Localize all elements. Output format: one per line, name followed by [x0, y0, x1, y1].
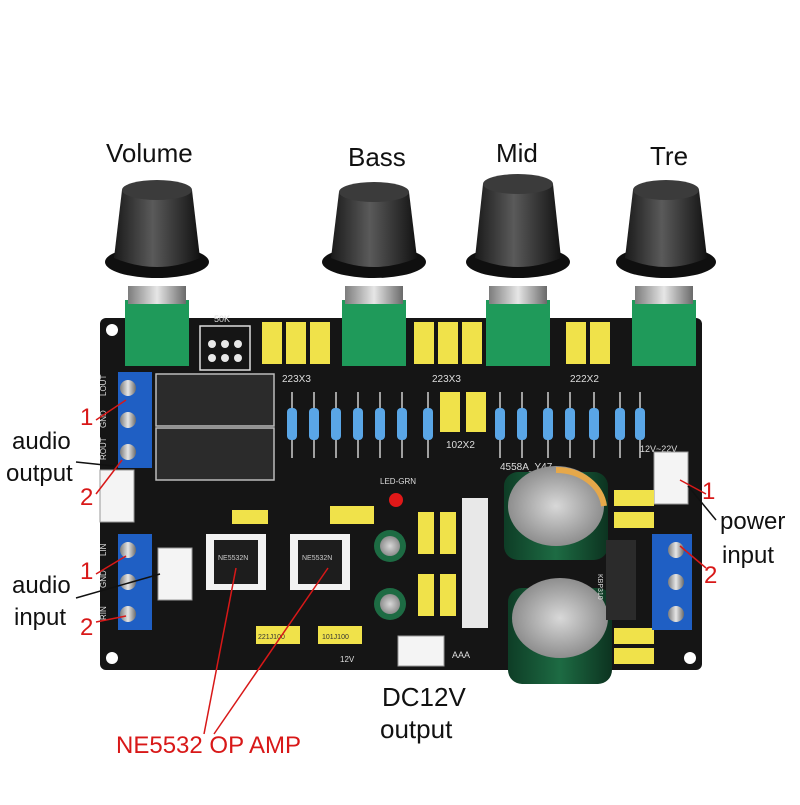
mount-hole — [684, 652, 696, 664]
audio-input-pin-1: 1 — [80, 558, 94, 585]
svg-text:ROUT: ROUT — [99, 437, 108, 460]
model-text: 4558A_Y47 — [500, 462, 553, 473]
opamp-label: NE5532 OP AMP — [116, 732, 301, 759]
terminal-block-input — [118, 534, 152, 630]
dc12v-label-1: DC12V — [382, 682, 466, 712]
jumper-pins — [208, 340, 242, 362]
dc12v-label-2: output — [380, 714, 453, 744]
terminal-block-power — [652, 534, 692, 630]
audio-input-label-2: input — [14, 604, 67, 631]
label-bass: Bass — [348, 142, 406, 172]
jst-dc-out — [397, 635, 445, 667]
pot-value-text: 50K — [214, 314, 230, 324]
jst-power — [653, 451, 689, 505]
terminal-block-output — [118, 372, 152, 468]
bridge-rectifier — [606, 540, 636, 620]
label-treble: Tre — [650, 141, 689, 171]
regulator — [462, 498, 488, 628]
relay-1 — [155, 373, 275, 427]
led-text: LED-GRN — [380, 477, 416, 486]
cap-label-a: 221J100 — [258, 634, 285, 641]
film-cap-row-top — [262, 322, 610, 364]
cap-group-4-text: 102X2 — [446, 440, 475, 451]
svg-text:GND: GND — [99, 410, 108, 428]
cap-group-3-text: 222X2 — [570, 374, 599, 385]
ic-opamp-1: NE5532N — [206, 534, 266, 590]
svg-text:LOUT: LOUT — [99, 375, 108, 396]
audio-input-pin-2: 2 — [80, 614, 94, 641]
cap-group-2-text: 223X3 — [432, 374, 461, 385]
audio-output-label-1: audio — [12, 428, 71, 455]
pin-labels-left: LOUT GND ROUT LIN GND RIN — [99, 375, 108, 620]
svg-text:RIN: RIN — [99, 606, 108, 620]
power-input-label-1: power — [720, 508, 786, 535]
svg-text:NE5532N: NE5532N — [302, 555, 332, 562]
jst-output — [99, 469, 135, 523]
power-pin-2: 2 — [704, 562, 718, 589]
cap-group-1-text: 223X3 — [282, 374, 311, 385]
big-cap-2 — [508, 578, 612, 684]
aaa-text: AAA — [452, 650, 470, 660]
dc-out-text: 12V — [340, 655, 355, 664]
audio-output-label-2: output — [6, 460, 73, 487]
svg-text:GND: GND — [99, 570, 108, 588]
power-range-text: 12V~22V — [640, 444, 677, 454]
callout-lines — [95, 399, 707, 735]
mount-hole — [106, 652, 118, 664]
power-pin-1: 1 — [702, 478, 716, 505]
led — [389, 493, 403, 507]
jumper-block — [199, 325, 251, 371]
film-cap-mid — [440, 392, 486, 432]
callout-lines-black — [75, 461, 717, 599]
label-volume: Volume — [106, 138, 193, 168]
resistor-bodies — [287, 408, 645, 440]
knob-volume — [105, 180, 209, 366]
power-input-label-2: input — [722, 542, 775, 569]
jst-input — [157, 547, 193, 601]
svg-text:NE5532N: NE5532N — [218, 555, 248, 562]
knob-mid — [466, 174, 570, 366]
rectifier-text: KBP310 — [596, 574, 603, 600]
cap-label-c: 101J100 — [322, 634, 349, 641]
film-cap-small — [232, 490, 654, 664]
svg-text:LIN: LIN — [99, 543, 108, 556]
audio-input-label-1: audio — [12, 572, 71, 599]
mount-hole — [106, 324, 118, 336]
knob-treble — [616, 180, 716, 366]
label-mid: Mid — [496, 138, 538, 168]
knob-bass — [322, 182, 426, 366]
big-cap-1 — [504, 466, 608, 560]
ic-opamp-2: NE5532N — [290, 534, 350, 590]
audio-output-pin-1: 1 — [80, 404, 94, 431]
audio-output-pin-2: 2 — [80, 484, 94, 511]
relay-2 — [155, 427, 275, 481]
